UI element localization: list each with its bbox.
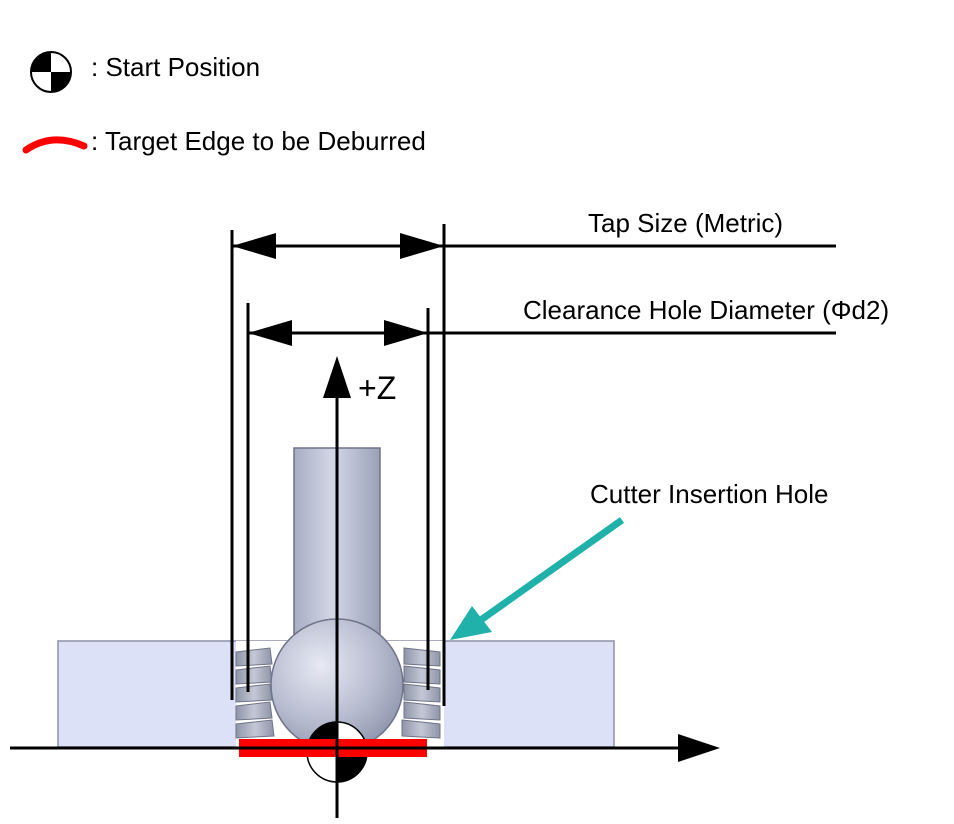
tap-size-label: Tap Size (Metric) <box>588 208 783 238</box>
cutter-insertion-callout-arrow <box>450 517 625 640</box>
x-axis <box>10 734 720 762</box>
z-axis-label: +Z <box>358 370 396 406</box>
target-edge-label: : Target Edge to be Deburred <box>91 126 426 156</box>
legend: : Start Position : Target Edge to be Deb… <box>22 51 426 156</box>
start-position-label: : Start Position <box>91 52 260 82</box>
clearance-hole-dimension <box>246 303 836 692</box>
thread-right <box>401 647 441 739</box>
start-position-icon <box>30 51 72 93</box>
tap-size-dimension <box>230 224 836 706</box>
clearance-hole-label: Clearance Hole Diameter (Φd2) <box>523 295 889 325</box>
cutter-insertion-label: Cutter Insertion Hole <box>590 479 828 509</box>
target-edge-icon <box>22 136 88 154</box>
thread-left <box>235 647 275 739</box>
z-axis <box>323 356 351 818</box>
